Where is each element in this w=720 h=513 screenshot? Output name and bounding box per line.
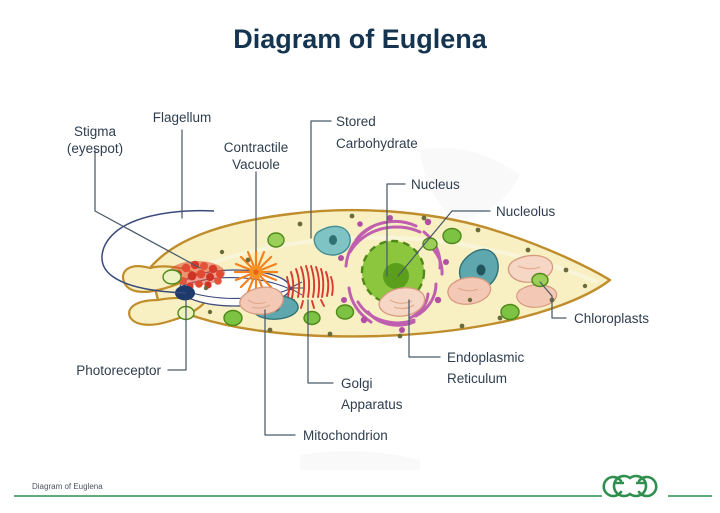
mitochondrion: [239, 286, 284, 315]
chloroplast: [531, 272, 549, 288]
leader-mitochondrion: [264, 309, 296, 436]
label-photoreceptor: Photoreceptor: [76, 363, 161, 378]
stored-carbohydrate-body: [313, 225, 351, 256]
footer: Diagram of Euglena: [14, 474, 712, 498]
label-endoplasmic-reticulum-line2: Reticulum: [447, 371, 507, 386]
label-chloroplasts: Chloroplasts: [574, 311, 649, 326]
chloroplast: [442, 227, 462, 245]
leader-photoreceptor: [167, 299, 187, 371]
leader-endoplasmic-reticulum: [408, 299, 441, 358]
leader-nucleus: [386, 183, 406, 277]
chloroplast: [223, 309, 243, 327]
paramylon-star-granule: [233, 249, 279, 295]
chloroplast: [303, 310, 321, 326]
labels-layer: Stigma (eyespot) Flagellum Contractile V…: [67, 110, 649, 443]
label-endoplasmic-reticulum-line1: Endoplasmic: [447, 350, 525, 365]
label-stored-carbohydrate-line2: Carbohydrate: [336, 136, 418, 151]
chloroplast: [500, 303, 520, 321]
label-mitochondrion: Mitochondrion: [303, 428, 388, 443]
background-watermark: [300, 147, 520, 470]
label-nucleus: Nucleus: [411, 177, 460, 192]
leader-stigma: [94, 149, 201, 269]
chloroplast: [267, 232, 285, 248]
label-stored-carbohydrate-line1: Stored: [336, 114, 376, 129]
leader-chloroplasts: [539, 281, 567, 319]
flagellum: [101, 209, 215, 294]
leader-stored-carbohydrate: [310, 120, 332, 239]
label-contractile-vacuole-line1: Contractile: [224, 140, 289, 155]
page-title: Diagram of Euglena: [233, 24, 488, 54]
chloroplast: [335, 304, 355, 320]
label-contractile-vacuole-line2: Vacuole: [232, 157, 280, 172]
mitochondrion: [447, 276, 492, 305]
label-nucleolus: Nucleolus: [496, 204, 556, 219]
mitochondrion: [378, 287, 426, 317]
nucleolus: [383, 263, 409, 289]
label-golgi-line2: Apparatus: [341, 397, 403, 412]
euglena-cell: [101, 208, 612, 339]
chloroplast: [162, 269, 182, 285]
leader-nucleolus: [397, 210, 491, 277]
geeksforgeeks-logo[interactable]: [602, 474, 658, 498]
label-stigma-line2: (eyespot): [67, 141, 123, 156]
label-golgi-line1: Golgi: [341, 376, 373, 391]
leader-lines: [94, 120, 567, 436]
label-flagellum: Flagellum: [153, 110, 212, 125]
leader-golgi: [307, 299, 334, 384]
footer-caption: Diagram of Euglena: [32, 482, 103, 491]
label-stigma-line1: Stigma: [74, 124, 117, 139]
